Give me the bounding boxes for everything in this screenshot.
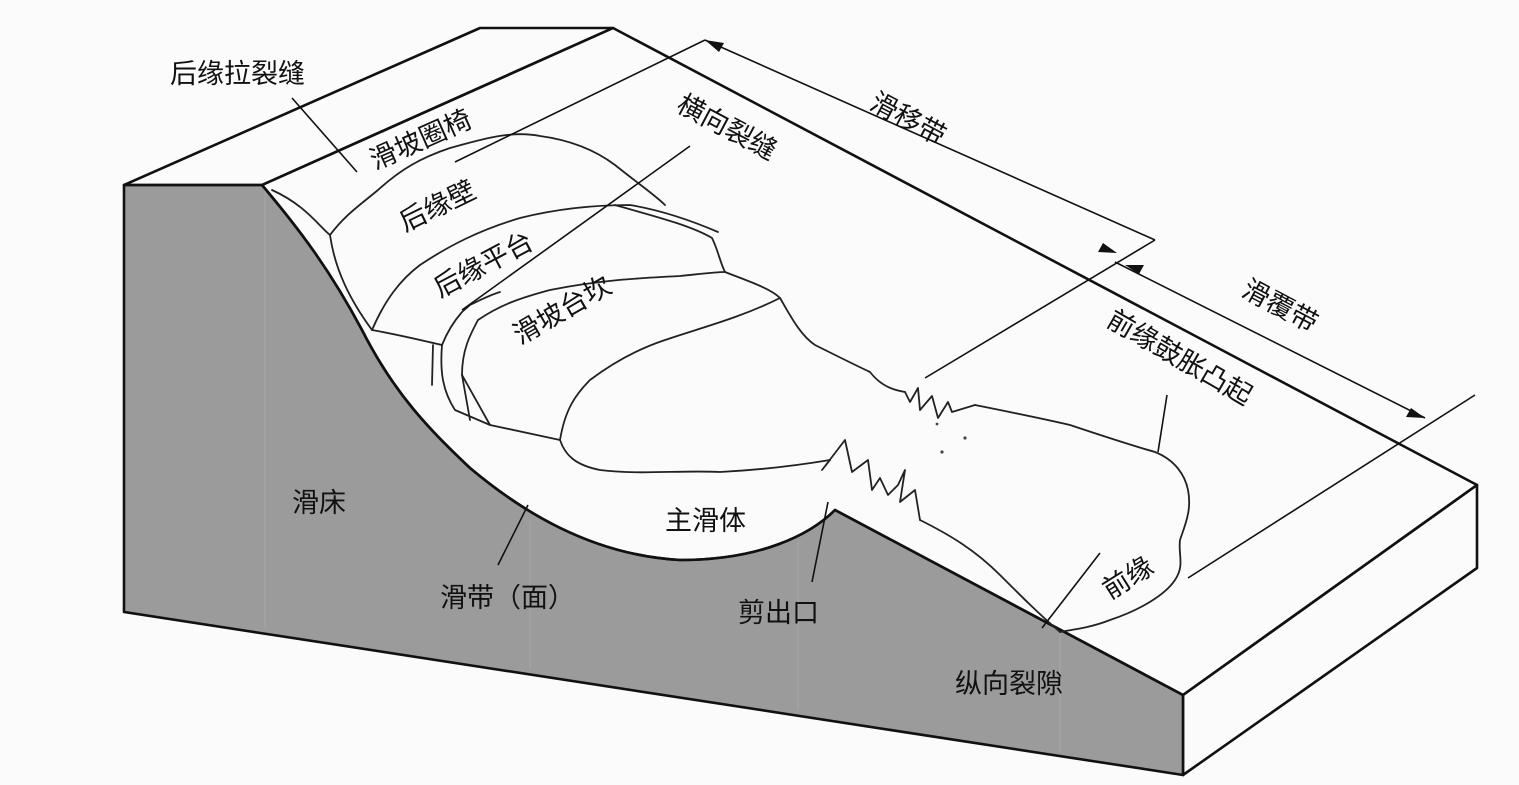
label-longitudinal-crack: 纵向裂隙 <box>955 669 1063 700</box>
landslide-step-face <box>461 297 781 441</box>
label-sliding-zone: 滑移带 <box>865 87 951 152</box>
neck-crack-lower <box>821 439 921 521</box>
label-front-bulge: 前缘鼓胀凸起 <box>1102 304 1258 412</box>
section-texture <box>264 190 1061 752</box>
label-landslide-step: 滑坡台坎 <box>508 270 617 351</box>
label-leaders <box>291 97 1168 629</box>
zone-arrows <box>705 40 1425 418</box>
front-tongue-lower <box>919 519 1061 633</box>
label-front-edge: 前缘 <box>1097 551 1159 606</box>
block-top-surface <box>260 26 1479 697</box>
block-upper-slope <box>122 26 615 187</box>
step-left-tick <box>431 344 471 421</box>
landslide-step-outline <box>461 271 726 376</box>
label-shear-outlet: 剪出口 <box>738 598 819 629</box>
surface-dots <box>935 422 967 454</box>
step-side <box>440 344 491 426</box>
label-slip-surface: 滑带（面） <box>440 583 575 614</box>
back-platform-outline <box>371 204 719 331</box>
label-transverse-crack: 横向裂缝 <box>672 89 782 167</box>
zone-lines <box>454 39 1476 579</box>
label-back-tension-crack: 后缘拉裂缝 <box>170 59 305 90</box>
label-sliding-bed: 滑床 <box>292 488 346 519</box>
front-tongue-upper <box>974 404 1191 633</box>
label-back-scarp: 后缘壁 <box>394 175 480 238</box>
main-body-outline <box>559 439 831 474</box>
back-platform-step <box>441 291 501 346</box>
label-main-body: 主滑体 <box>665 506 746 537</box>
upper-transverse-boundary <box>614 204 906 393</box>
neck-crack-upper <box>904 387 976 419</box>
label-back-platform: 后缘平台 <box>429 226 539 304</box>
block-right-face <box>1181 483 1479 777</box>
